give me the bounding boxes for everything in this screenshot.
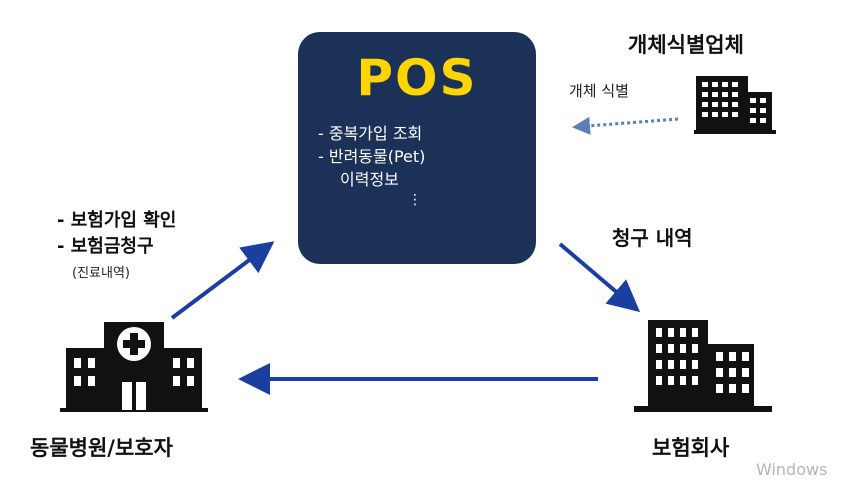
office-building-icon: [634, 320, 772, 412]
pos-box: POS - 중복가입 조회 - 반려동물(Pet) 이력정보 ⋮: [298, 32, 536, 264]
hospital-actions: - 보험가입 확인 - 보험금청구: [57, 208, 176, 260]
arrow-vendor-to-pos: [572, 116, 679, 135]
arrow-pos-to-insurer: [558, 242, 641, 313]
hospital-name: 동물병원/보호자: [30, 436, 173, 460]
pos-item: - 중복가입 조회: [318, 124, 423, 143]
office-building-icon: [694, 76, 776, 134]
pos-title: POS: [356, 49, 478, 107]
claim-label: 청구 내역: [612, 226, 693, 250]
pos-item: 이력정보: [340, 170, 399, 189]
ellipsis-icon: ⋮: [408, 192, 422, 208]
hospital-action-item: - 보험금청구: [57, 236, 154, 257]
pos-item-list: - 중복가입 조회 - 반려동물(Pet) 이력정보: [318, 122, 425, 191]
windows-watermark: Windows: [756, 460, 828, 479]
id-vendor-title: 개체식별업체: [628, 33, 744, 57]
hospital-sub-note: (진료내역): [72, 266, 130, 281]
arrow-hospital-to-pos: [170, 241, 275, 320]
pos-item: - 반려동물(Pet): [318, 147, 426, 166]
hospital-action-item: - 보험가입 확인: [57, 210, 177, 231]
id-vendor-arrow-label: 개체 식별: [569, 82, 629, 100]
hospital-icon: [60, 322, 208, 412]
insurer-name: 보험회사: [652, 436, 730, 460]
